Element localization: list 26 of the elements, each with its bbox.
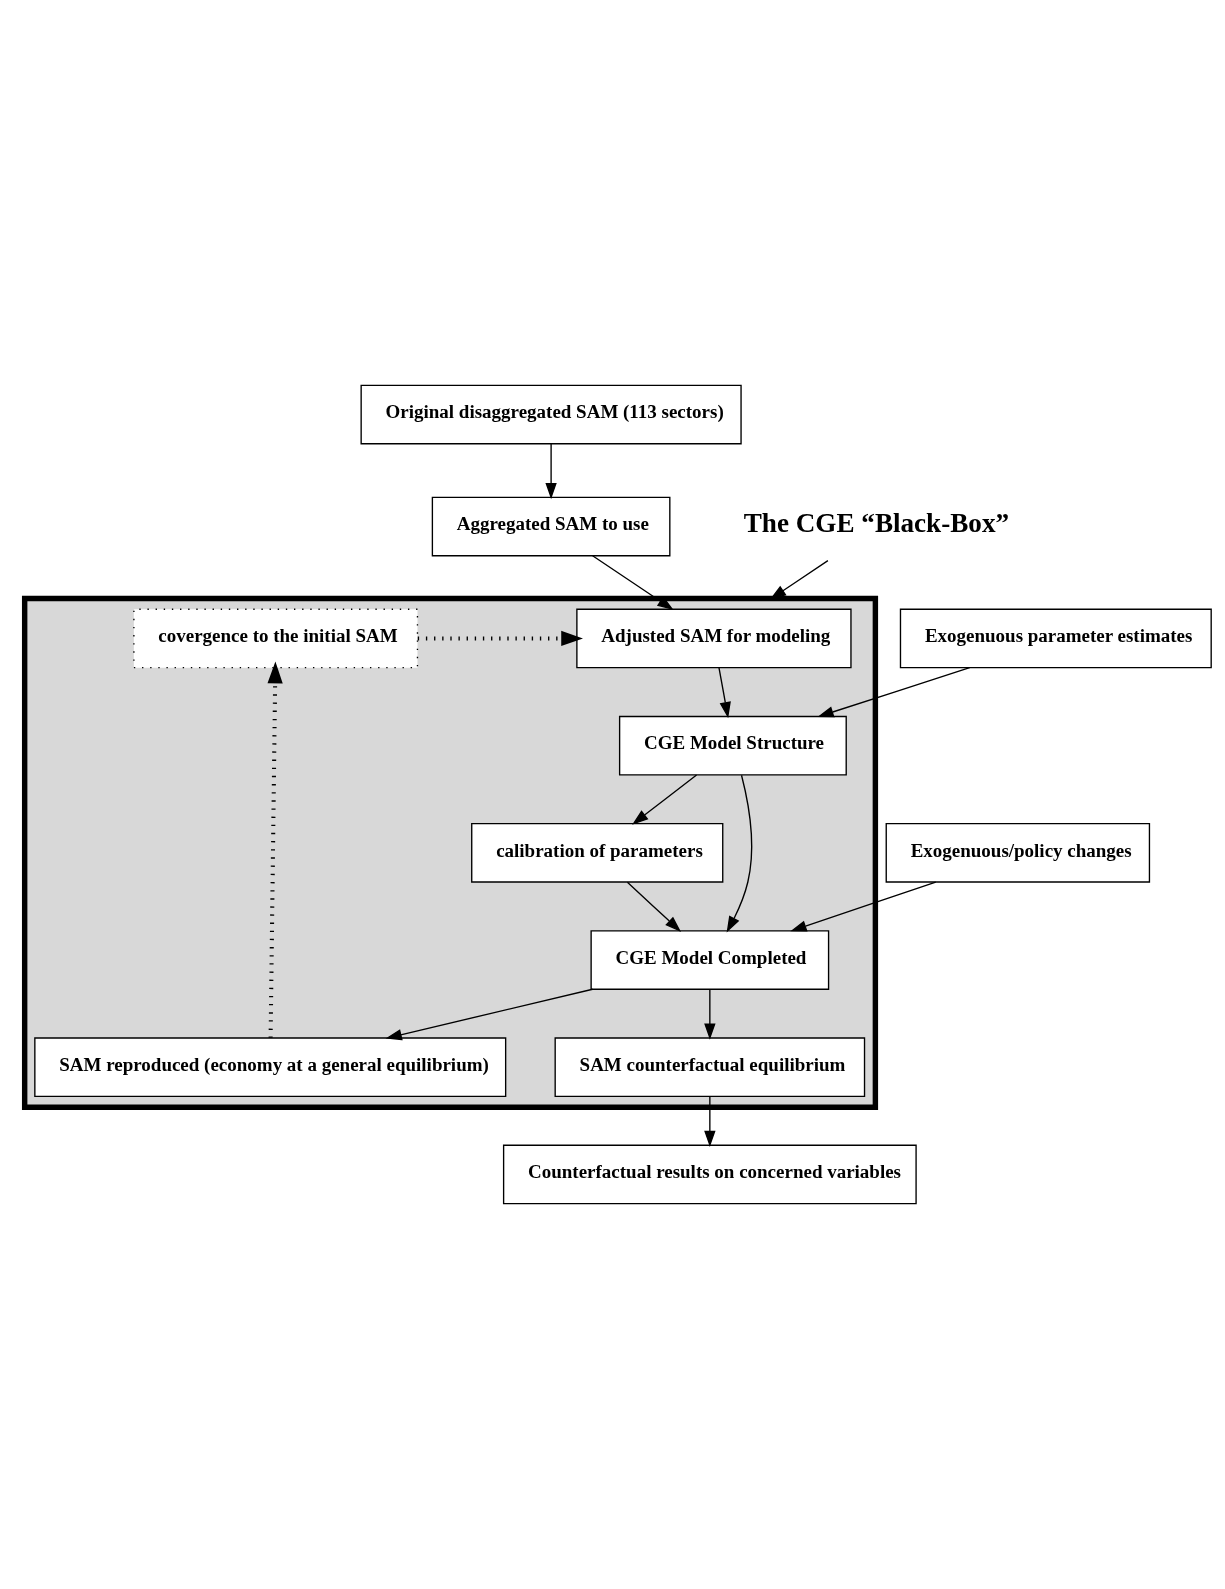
arrow (591, 555, 674, 611)
node-box: calibration of parameters (471, 823, 724, 883)
arrow (267, 661, 283, 1038)
node-text: The CGE “Black-Box” (743, 507, 1010, 538)
arrow (817, 667, 971, 718)
node-box: CGE Model Structure (618, 715, 847, 776)
node-box: Adjusted SAM for modeling (576, 608, 852, 669)
arrow (704, 1095, 716, 1148)
arrow (704, 988, 716, 1040)
arrow (626, 881, 682, 932)
node-box: SAM reproduced (economy at a general equilibrium) (34, 1037, 507, 1098)
arrow (417, 630, 583, 647)
arrow (718, 667, 731, 719)
node-box: Original disaggregated SAM (113 sectors) (360, 384, 742, 445)
arrow (790, 881, 937, 932)
node-box: Exogenuous/policy changes (885, 823, 1151, 883)
node-box: SAM counterfactual equilibrium (554, 1037, 866, 1098)
node-box: covergence to the initial SAM (133, 608, 419, 669)
node-box: Exogenuous parameter estimates (899, 608, 1212, 669)
arrow (632, 774, 698, 825)
arrow (545, 443, 557, 500)
arrow (726, 774, 753, 933)
node-box: Aggregated SAM to use (431, 496, 671, 557)
node-box: CGE Model Completed (590, 930, 830, 990)
node-box: Counterfactual results on concerned variables (502, 1144, 917, 1205)
arrow (385, 988, 594, 1041)
